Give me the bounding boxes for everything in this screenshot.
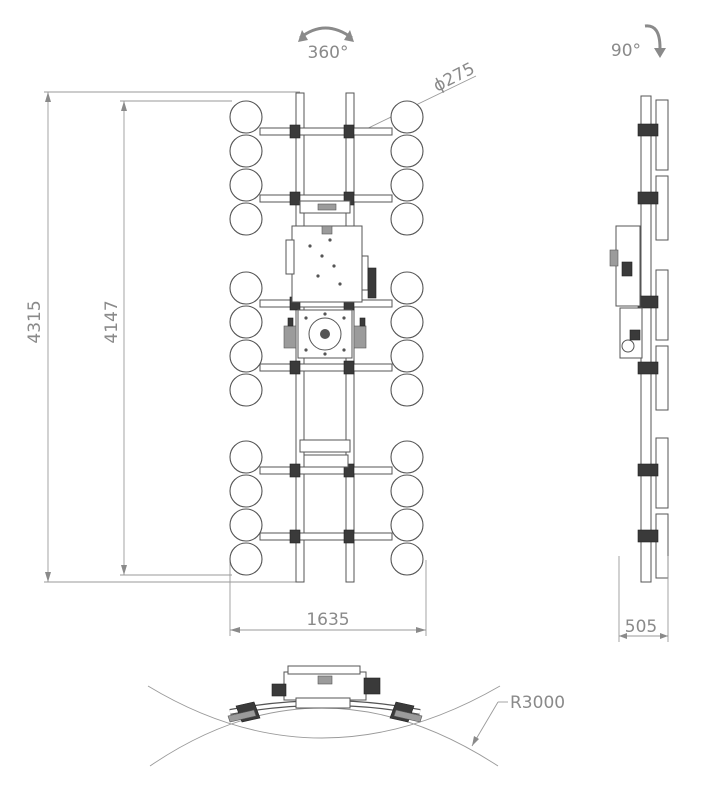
- upper-crossbar-unit: [299, 200, 351, 468]
- cross-arms: [259, 127, 393, 541]
- suction-cups-left: [229, 100, 263, 576]
- bottom-end-pads: [227, 701, 423, 723]
- bottom-view: R3000: [147, 665, 565, 767]
- side-control-box: [609, 225, 643, 359]
- depth-label: 505: [625, 617, 657, 637]
- cup-span-label: 4147: [102, 300, 122, 343]
- radius-label: R3000: [510, 693, 565, 713]
- suction-cups-right: [390, 100, 424, 576]
- side-view: 90°: [609, 24, 669, 642]
- bottom-body: [271, 665, 381, 709]
- rotation-90-icon: [644, 24, 666, 58]
- overall-height-label: 4315: [25, 300, 45, 343]
- rotation-plate: [283, 309, 367, 359]
- front-view: 360° 4315 4147 ϕ275: [25, 26, 478, 636]
- dimension-width: [229, 560, 427, 636]
- rotation-90-label: 90°: [611, 41, 641, 61]
- cup-diameter-label: ϕ275: [430, 59, 478, 97]
- side-cup-pads: [637, 99, 669, 579]
- dimension-depth: [618, 556, 669, 642]
- rotation-360-icon: [298, 26, 354, 42]
- radius-callout: [471, 701, 508, 747]
- dimension-cup-span: [120, 100, 232, 576]
- outer-arc: [147, 685, 501, 739]
- inner-arc: [149, 707, 499, 767]
- width-label: 1635: [306, 610, 349, 630]
- control-box: [285, 225, 377, 303]
- dimension-overall-height: [44, 91, 300, 583]
- rotation-360-label: 360°: [308, 43, 349, 63]
